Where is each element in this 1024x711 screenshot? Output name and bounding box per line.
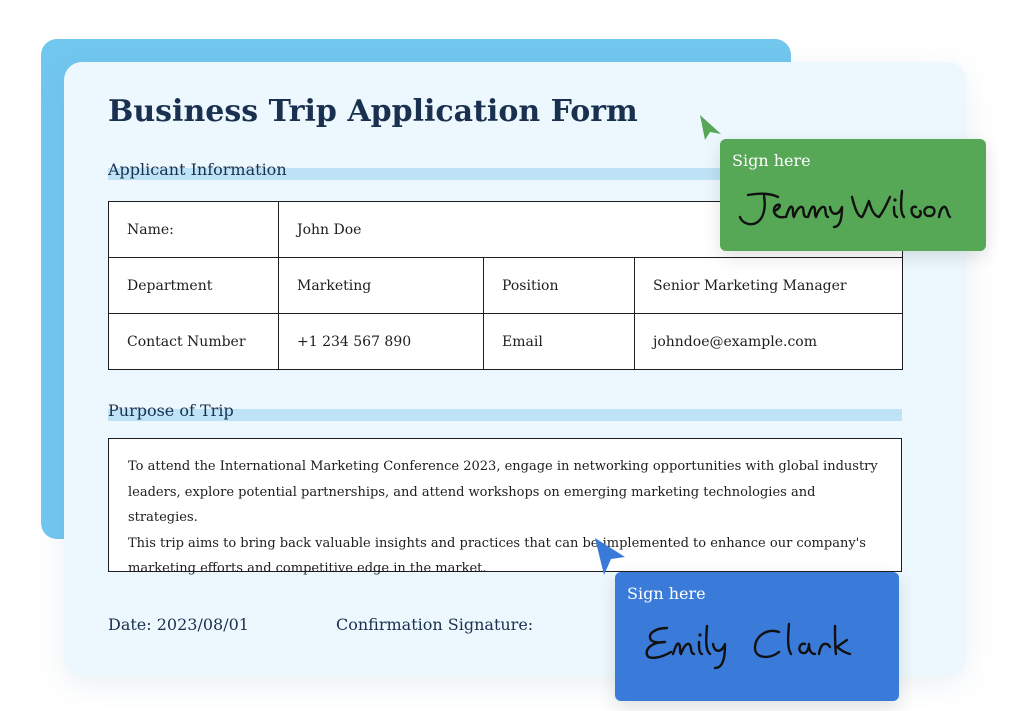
sign-here-field-green[interactable]: Sign here: [720, 139, 986, 251]
sign-here-label: Sign here: [627, 584, 706, 603]
position-field[interactable]: Senior Marketing Manager: [633, 257, 904, 314]
applicant-info-table: Name: John Doe Department Marketing Posi…: [108, 201, 904, 370]
applicant-section-label: Applicant Information: [108, 160, 287, 179]
purpose-section-heading: Purpose of Trip: [108, 401, 902, 423]
applicant-section-heading: Applicant Information: [108, 160, 720, 182]
purpose-text-field[interactable]: To attend the International Marketing Co…: [108, 438, 902, 576]
table-row: Department Marketing Position Senior Mar…: [108, 257, 904, 314]
email-field[interactable]: johndoe@example.com: [633, 313, 904, 370]
purpose-section-label: Purpose of Trip: [108, 401, 234, 420]
position-label: Position: [483, 257, 635, 314]
department-label: Department: [108, 257, 279, 314]
purpose-line: To attend the International Marketing Co…: [128, 459, 878, 474]
purpose-line: leaders, explore potential partnerships,…: [128, 484, 816, 526]
handwritten-signature-emily-clark: [645, 622, 852, 670]
contact-number-field[interactable]: +1 234 567 890: [278, 313, 484, 370]
name-label: Name:: [108, 201, 279, 258]
purpose-line: marketing efforts and competitive edge i…: [128, 561, 487, 576]
sign-here-label: Sign here: [732, 151, 811, 170]
form-title: Business Trip Application Form: [108, 94, 638, 129]
section-highlight-bar: [108, 409, 902, 421]
department-field[interactable]: Marketing: [278, 257, 484, 314]
cursor-arrow-icon: [595, 538, 625, 575]
purpose-line: This trip aims to bring back valuable in…: [128, 535, 866, 551]
sign-here-field-blue[interactable]: Sign here: [615, 572, 899, 701]
date-text: Date: 2023/08/01: [108, 615, 249, 634]
handwritten-signature-jenny-wilson: [738, 189, 952, 229]
section-highlight-bar: [108, 168, 720, 180]
table-row: Contact Number +1 234 567 890 Email john…: [108, 313, 904, 370]
confirmation-signature-label: Confirmation Signature:: [336, 615, 534, 634]
contact-number-label: Contact Number: [108, 313, 279, 370]
cursor-arrow-icon: [700, 115, 721, 140]
email-label: Email: [483, 313, 635, 370]
